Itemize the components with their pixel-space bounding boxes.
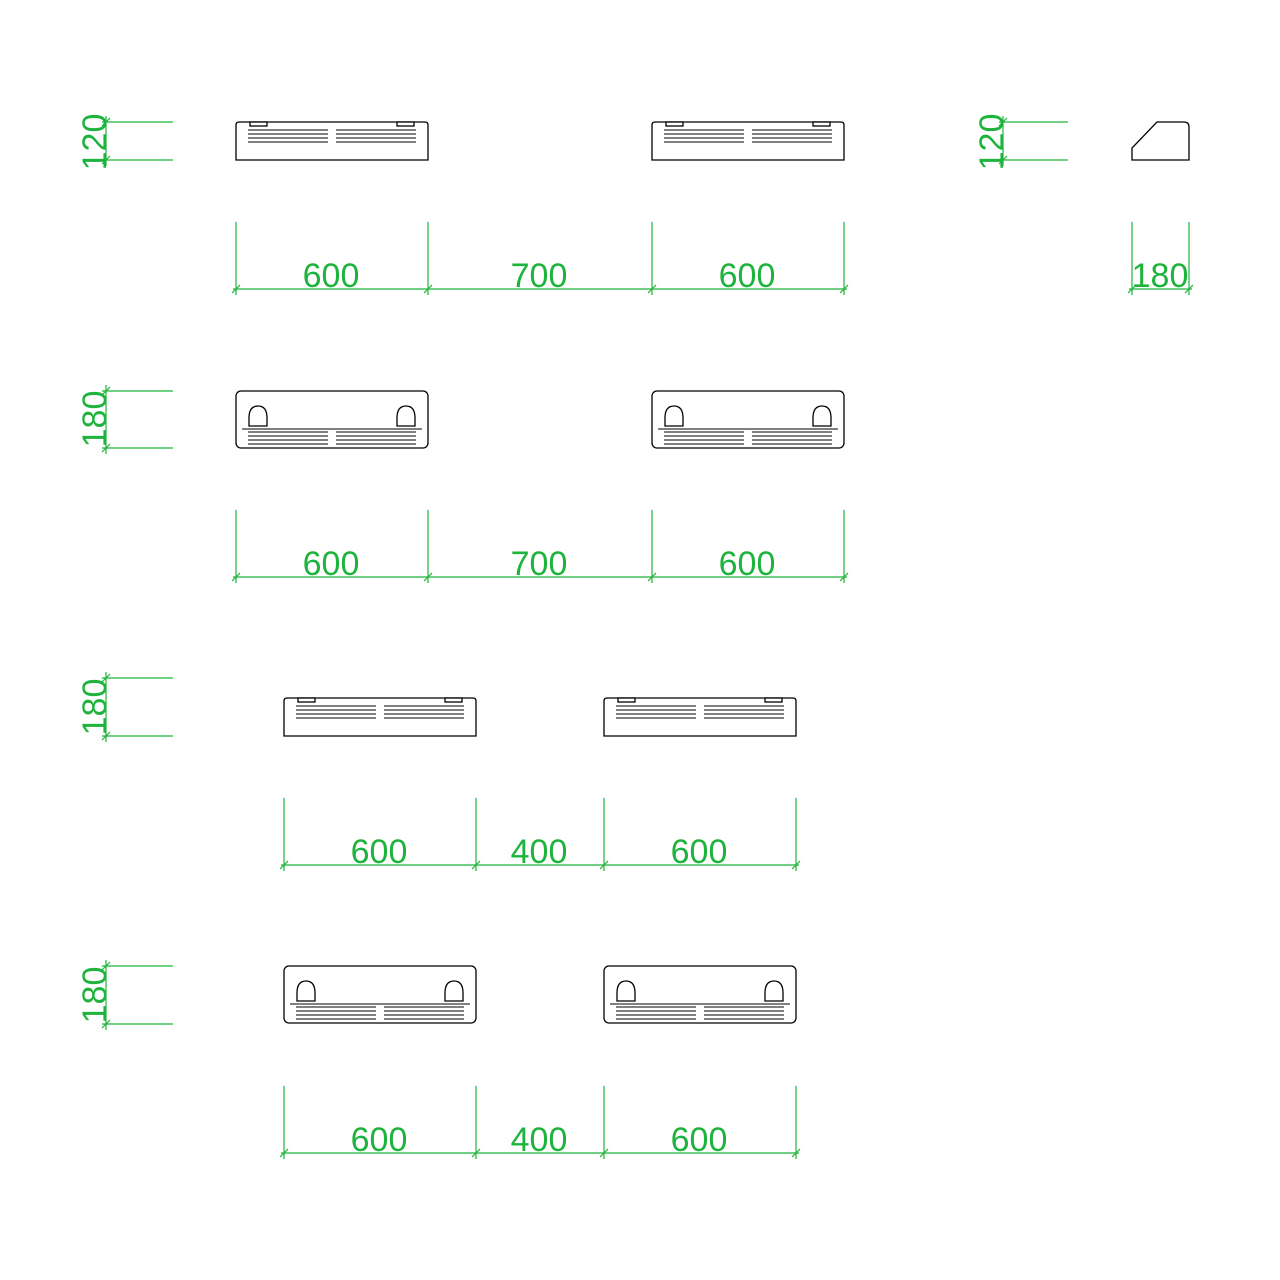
- row4-unit-1-vent-right: [444, 980, 464, 1002]
- row3-width-dim-tick-3: [599, 860, 609, 870]
- side-view-profile: [1131, 121, 1190, 161]
- row2-unit-2-body: [651, 390, 845, 449]
- row1-width-label-3: 600: [719, 257, 776, 295]
- row2-width-dim-tick-2: [423, 572, 433, 582]
- row1-unit-1-tab-left: [249, 121, 268, 127]
- row2-unit-2-vent-left: [664, 405, 684, 427]
- row1-height-label: 120: [76, 114, 114, 171]
- row2-width-dim-tick-4: [839, 572, 849, 582]
- side-view-width-label: 180: [1132, 257, 1189, 295]
- row2-height-dim-tick-top: [101, 386, 111, 396]
- row2-width-dim-tick-1: [231, 572, 241, 582]
- row4-width-dim-tick-2: [471, 1148, 481, 1158]
- row1-unit-1-tab-right: [396, 121, 415, 127]
- row2-unit-1-body: [235, 390, 429, 449]
- row4-width-dim-tick-1: [279, 1148, 289, 1158]
- row3-unit-2-body: [603, 697, 797, 737]
- row1-unit-2-tab-right: [812, 121, 831, 127]
- row1-width-label-1: 600: [303, 257, 360, 295]
- row2-width-label-1: 600: [303, 545, 360, 583]
- row4-width-label-1: 600: [351, 1121, 408, 1159]
- side-view-width-dim-tick-1: [1127, 284, 1137, 294]
- row4-width-dim-tick-3: [599, 1148, 609, 1158]
- row4-height-dim-tick-bottom: [101, 1019, 111, 1029]
- row4-width-label-3: 600: [671, 1121, 728, 1159]
- side-view-width-dim-tick-2: [1184, 284, 1194, 294]
- row1-unit-2-body: [651, 121, 845, 161]
- row1-unit-2-tab-left: [665, 121, 684, 127]
- side-view-height-dim-tick-bottom: [998, 155, 1008, 165]
- row1-height-dim-tick-top: [101, 117, 111, 127]
- row4-unit-1-body: [283, 965, 477, 1024]
- row2-unit-1-vent-right: [396, 405, 416, 427]
- row1-width-dim-tick-3: [647, 284, 657, 294]
- row3-unit-2-tab-right: [764, 697, 783, 703]
- side-view-height-label: 120: [973, 114, 1011, 171]
- row1-width-dim-tick-2: [423, 284, 433, 294]
- row3-height-dim-tick-top: [101, 673, 111, 683]
- row4-unit-2-vent-left: [616, 980, 636, 1002]
- row1-unit-1-body: [235, 121, 429, 161]
- side-view-height-dim-tick-top: [998, 117, 1008, 127]
- row2-width-label-2: 700: [511, 545, 568, 583]
- row2-unit-1-vent-left: [248, 405, 268, 427]
- row2-height-dim-tick-bottom: [101, 443, 111, 453]
- row3-width-label-2: 400: [511, 833, 568, 871]
- row2-height-label: 180: [76, 391, 114, 448]
- row2-width-dim-tick-3: [647, 572, 657, 582]
- row1-height-dim-tick-bottom: [101, 155, 111, 165]
- row4-unit-1-vent-left: [296, 980, 316, 1002]
- row3-height-label: 180: [76, 679, 114, 736]
- row4-width-label-2: 400: [511, 1121, 568, 1159]
- row4-unit-2-vent-right: [764, 980, 784, 1002]
- row3-width-dim-tick-2: [471, 860, 481, 870]
- row2-unit-2-vent-right: [812, 405, 832, 427]
- row4-height-dim-tick-top: [101, 961, 111, 971]
- row3-width-dim-tick-1: [279, 860, 289, 870]
- row3-unit-1-tab-left: [297, 697, 316, 703]
- row3-width-label-3: 600: [671, 833, 728, 871]
- row3-unit-2-tab-left: [617, 697, 636, 703]
- row1-width-label-2: 700: [511, 257, 568, 295]
- row2-width-label-3: 600: [719, 545, 776, 583]
- row3-unit-1-tab-right: [444, 697, 463, 703]
- row1-width-dim-tick-4: [839, 284, 849, 294]
- row4-height-label: 180: [76, 967, 114, 1024]
- row4-width-dim-tick-4: [791, 1148, 801, 1158]
- row3-unit-1-body: [283, 697, 477, 737]
- row3-height-dim-tick-bottom: [101, 731, 111, 741]
- row3-width-dim-tick-4: [791, 860, 801, 870]
- row3-width-label-1: 600: [351, 833, 408, 871]
- row4-unit-2-body: [603, 965, 797, 1024]
- row1-width-dim-tick-1: [231, 284, 241, 294]
